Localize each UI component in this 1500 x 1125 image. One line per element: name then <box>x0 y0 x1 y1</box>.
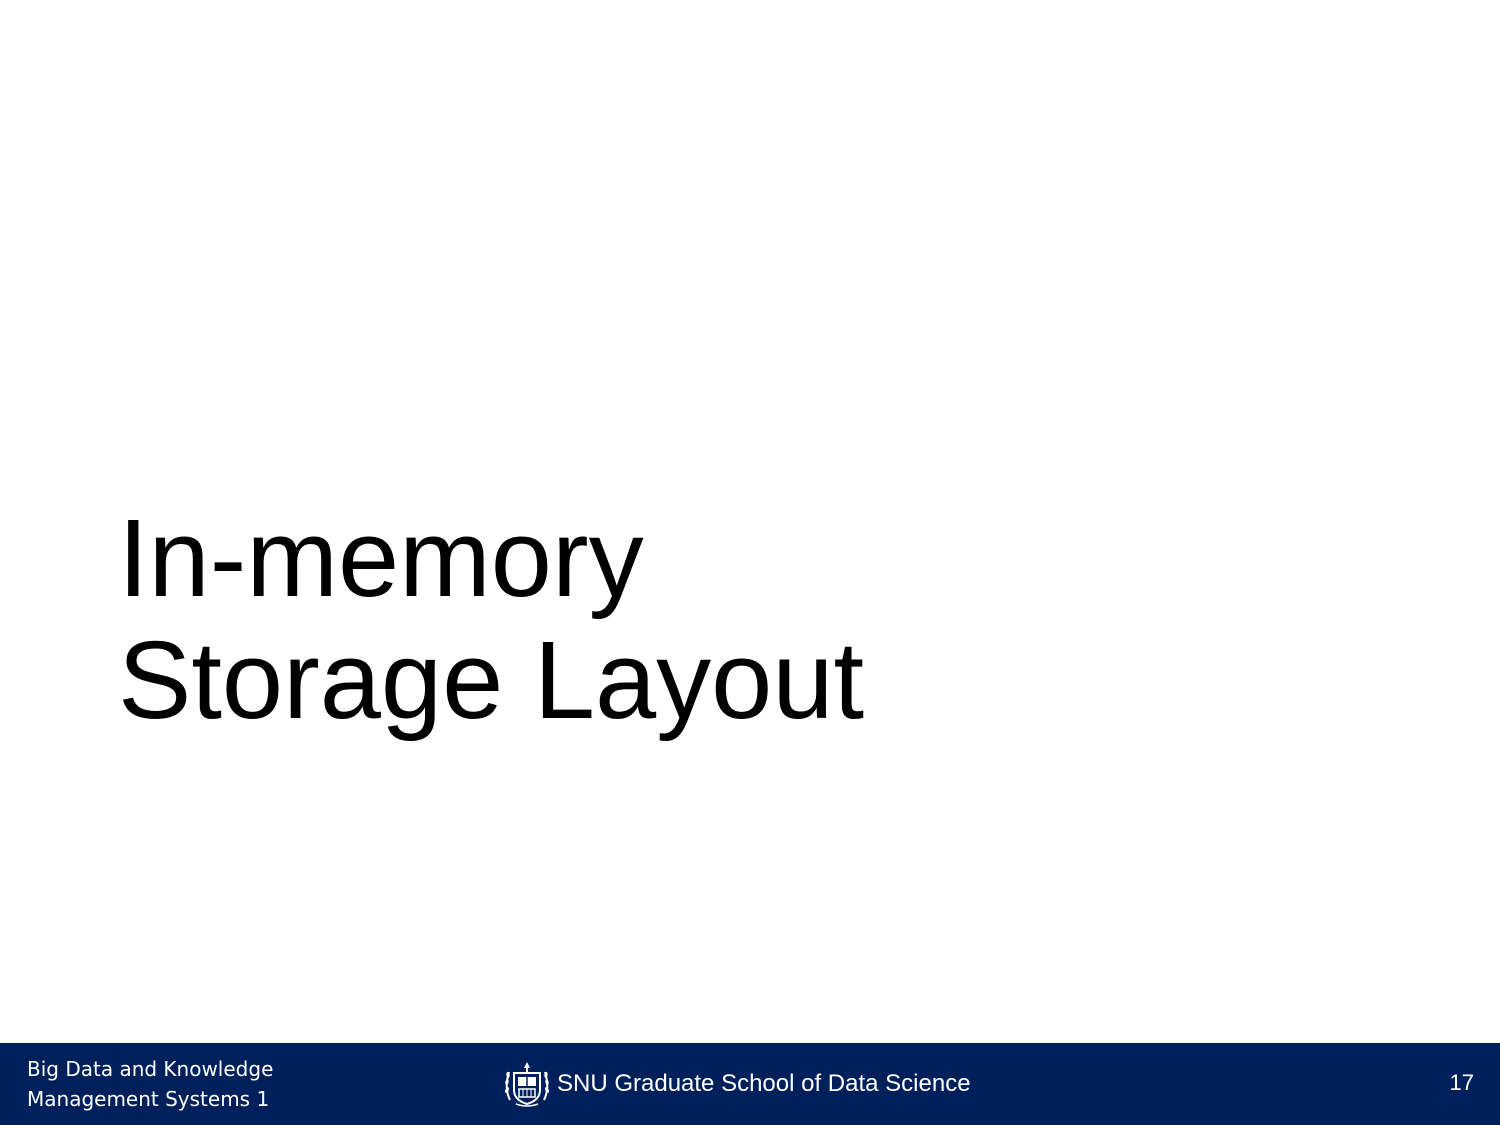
slide-title-line-2: Storage Layout <box>118 619 865 742</box>
page-number: 17 <box>1449 1070 1474 1095</box>
school-branding: SNU Graduate School of Data Science <box>502 1060 971 1108</box>
slide-title-line-1: In-memory <box>118 497 644 620</box>
course-name-line-1: Big Data and Knowledge <box>27 1057 274 1081</box>
course-name: Big Data and Knowledge Management System… <box>27 1054 273 1114</box>
snu-emblem-icon <box>504 1062 550 1107</box>
school-name: SNU Graduate School of Data Science <box>557 1070 971 1097</box>
course-name-line-2: Management Systems 1 <box>27 1087 270 1111</box>
footer-bar: Big Data and Knowledge Management System… <box>0 1043 1500 1125</box>
slide-title: In-memory Storage Layout <box>118 498 1018 742</box>
